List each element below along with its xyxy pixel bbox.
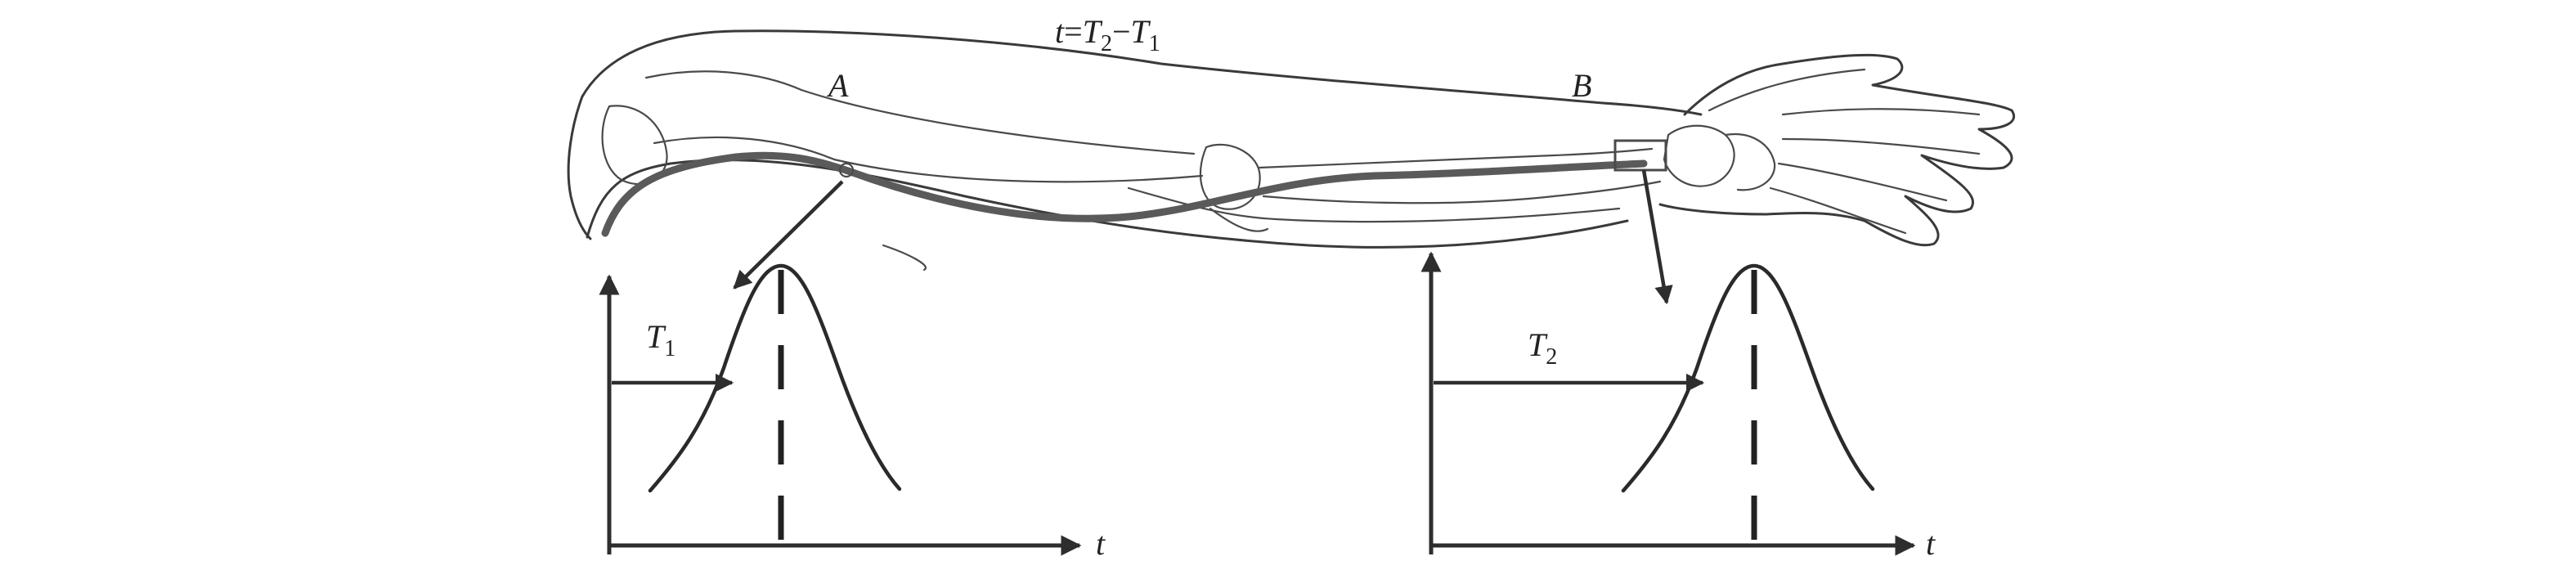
ring-finger-bones — [1777, 162, 1948, 202]
carpal-bones — [1663, 124, 1735, 187]
middle-finger-bones — [1781, 137, 1981, 155]
left-time-axis-label: t — [1096, 525, 1106, 562]
formula-subscript-2: 2 — [1101, 31, 1112, 56]
right-pulse-graph: T2 t — [1420, 251, 1936, 562]
arm-upper-outline — [581, 29, 1703, 116]
formula-T2-letter: T — [1083, 13, 1103, 50]
formula-subscript-1: 1 — [1149, 31, 1160, 56]
shoulder-outline — [567, 95, 592, 240]
formula-t: t — [1055, 13, 1065, 50]
right-interval-label: T2 — [1528, 326, 1557, 370]
left-interval-letter: T — [646, 318, 666, 355]
hand-outline — [1658, 53, 2015, 247]
humerus-bone — [644, 70, 1196, 155]
formula-equals: = — [1064, 13, 1083, 50]
arrow-point-a-to-left-graph — [733, 180, 844, 289]
left-interval-label: T1 — [646, 318, 675, 361]
wrist-sensor-box — [1613, 139, 1667, 172]
elbow-joint-lower — [1209, 207, 1269, 232]
left-pulse-graph: T1 t — [599, 263, 1106, 562]
formula-T1-letter: T — [1131, 13, 1151, 50]
upper-arm-sensor — [838, 162, 855, 178]
carpal-bones-2 — [1724, 132, 1776, 191]
point-b-label: B — [1572, 67, 1591, 104]
right-interval-letter: T — [1528, 326, 1548, 363]
arrow-point-b-to-right-graph — [1641, 169, 1673, 305]
ulna-bone — [1262, 180, 1662, 204]
thumb-bones — [1708, 68, 1866, 112]
arm-lower-outline — [586, 159, 1629, 249]
right-pulse-waveform — [1621, 263, 1875, 493]
arm-illustration — [567, 29, 2015, 272]
humerus-bone-lower — [653, 136, 1204, 183]
artery — [601, 151, 1648, 237]
elbow-joint — [1199, 143, 1261, 210]
right-time-axis-label: t — [1926, 525, 1936, 562]
left-interval-subscript: 1 — [664, 336, 675, 361]
index-finger-bones — [1781, 108, 1981, 116]
forearm-crease — [882, 244, 927, 272]
transit-time-formula: t=T2−T1 — [1055, 13, 1160, 56]
right-interval-subscript: 2 — [1546, 344, 1557, 370]
point-a-label: A — [826, 67, 849, 104]
left-pulse-waveform — [648, 263, 902, 493]
little-finger-bones — [1769, 186, 1907, 235]
formula-minus: − — [1112, 13, 1131, 50]
